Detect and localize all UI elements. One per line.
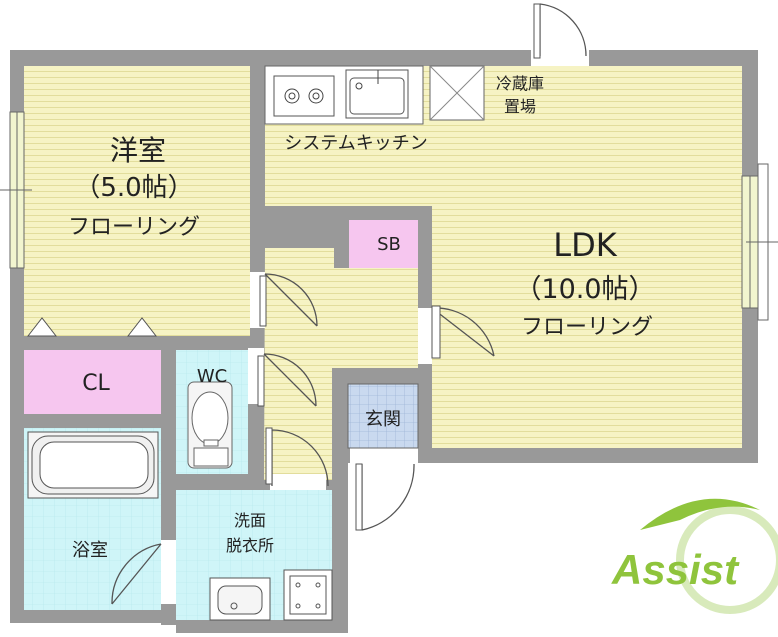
entrance-step-line: [347, 383, 419, 449]
closet: [24, 350, 161, 414]
kitchen-label: システムキッチン: [284, 133, 427, 154]
western-room-floor-label: フローリング: [68, 215, 200, 240]
hall-floor: [264, 248, 432, 480]
ldk-floor: [265, 66, 742, 448]
entrance-floor: [348, 384, 418, 448]
western-room-size: （5.0帖）: [74, 173, 193, 203]
windows: [0, 111, 778, 321]
bathtub: [27, 431, 159, 499]
washer-pan: [283, 569, 333, 621]
door-openings: [161, 44, 589, 604]
ldk-size: （10.0帖）: [514, 274, 655, 305]
bath-label: 浴室: [72, 540, 108, 561]
ldk-name: LDK: [553, 226, 617, 264]
door-leaves: [257, 3, 541, 531]
fridge-label-1: 冷蔵庫: [496, 74, 544, 93]
assist-logo: Assist: [611, 498, 778, 614]
system-kitchen: [264, 65, 485, 125]
ldk-floor-label: フローリング: [521, 315, 653, 340]
sb-label: SB: [377, 234, 401, 255]
stove-top: [273, 75, 335, 117]
fridge-label-2: 置場: [504, 97, 536, 116]
western-room-floor: [24, 66, 250, 336]
closet-triangles: [26, 317, 158, 337]
toilet: [187, 381, 233, 469]
washroom-fixtures: [209, 569, 333, 621]
washroom-label-2: 脱衣所: [226, 536, 274, 555]
closet-label: CL: [82, 371, 110, 396]
sink: [345, 69, 409, 119]
entrance-label: 玄関: [365, 409, 401, 430]
wc-label: WC: [197, 366, 227, 387]
shoe-box: [349, 220, 429, 268]
washroom-label-1: 洗面: [234, 511, 266, 530]
western-room-name: 洋室: [110, 134, 166, 167]
assist-logo-text: Assist: [611, 546, 740, 593]
